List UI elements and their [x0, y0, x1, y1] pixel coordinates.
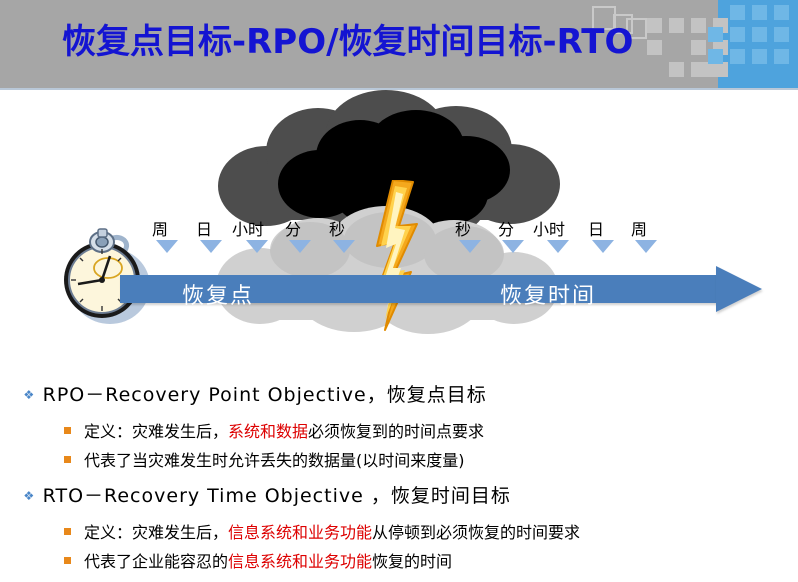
page-title: 恢复点目标-RPO/恢复时间目标-RTO — [62, 22, 634, 62]
decorative-square — [774, 49, 789, 64]
bullet-rto-sub-1-pre: 定义：灾难发生后， — [84, 523, 229, 542]
decorative-square — [752, 5, 767, 20]
decorative-square-outline — [626, 18, 647, 39]
square-bullet-icon — [64, 456, 71, 463]
tick-label-day-right: 日 — [588, 220, 605, 239]
tick-label-day-left: 日 — [196, 220, 213, 239]
bullet-rpo-sub-1-post: 必须恢复到的时间点要求 — [308, 422, 485, 441]
timeline-arrow-head — [716, 266, 762, 312]
tick-label-week-left: 周 — [152, 220, 169, 239]
timeline-arrow-bar — [120, 275, 718, 303]
decorative-square — [774, 27, 789, 42]
tick-marker — [200, 240, 222, 253]
diamond-bullet-icon: ❖ — [24, 485, 34, 504]
tick-marker — [156, 240, 178, 253]
tick-label-second-left: 秒 — [329, 220, 346, 239]
decorative-square-outline — [613, 14, 633, 34]
decorative-square — [708, 49, 723, 64]
arrow-label-recovery-point: 恢复点 — [182, 284, 255, 309]
bullet-rpo-sub-2-pre: 代表了当灾难发生时允许丢失的数据量(以时间来度量) — [84, 451, 465, 470]
decorative-square-outline — [592, 6, 616, 30]
bullet-rto-sub-1-highlight: 信息系统和业务功能 — [228, 523, 373, 542]
tick-label-minute-left: 分 — [285, 220, 302, 239]
decorative-square — [713, 62, 728, 77]
tick-marker — [289, 240, 311, 253]
bullet-rpo-sub-1-highlight: 系统和数据 — [228, 422, 309, 441]
bullet-rto-sub-2-post: 恢复的时间 — [372, 552, 453, 571]
tick-marker — [459, 240, 481, 253]
tick-marker — [246, 240, 268, 253]
bullet-rpo-title: RPO－Recovery Point Objective，恢复点目标 — [42, 384, 487, 406]
bullet-rpo-title-row: ❖ RPO－Recovery Point Objective，恢复点目标 — [24, 380, 487, 407]
decorative-square — [691, 62, 706, 77]
decorative-square — [752, 49, 767, 64]
decorative-square — [730, 5, 745, 20]
tick-label-second-right: 秒 — [455, 220, 472, 239]
tick-marker — [592, 240, 614, 253]
timeline-arrow: 恢复点 恢复时间 — [120, 266, 762, 312]
tick-marker — [502, 240, 524, 253]
decorative-square — [691, 18, 706, 33]
tick-label-minute-right: 分 — [498, 220, 515, 239]
tick-marker — [547, 240, 569, 253]
tick-label-hour-left: 小时 — [232, 220, 265, 239]
decorative-square — [647, 40, 662, 55]
decorative-square — [691, 40, 706, 55]
tick-marker — [333, 240, 355, 253]
square-bullet-icon — [64, 528, 71, 535]
decorative-square — [752, 27, 767, 42]
bullet-rpo-sub-2: 代表了当灾难发生时允许丢失的数据量(以时间来度量) — [64, 447, 465, 471]
tick-marker — [635, 240, 657, 253]
arrow-label-recovery-time: 恢复时间 — [500, 284, 597, 309]
decorative-square — [730, 49, 745, 64]
tick-label-hour-right: 小时 — [533, 220, 566, 239]
decorative-square — [647, 18, 662, 33]
diamond-bullet-icon: ❖ — [24, 384, 34, 403]
bullet-rto-sub-2: 代表了企业能容忍的信息系统和业务功能恢复的时间 — [64, 548, 452, 572]
tick-label-week-right: 周 — [631, 220, 648, 239]
header-divider — [0, 88, 798, 90]
bullet-rto-sub-1-post: 从停顿到必须恢复的时间要求 — [372, 523, 581, 542]
rpo-rto-diagram: 周 日 小时 分 秒 秒 分 小时 日 周 恢复点 恢复时间 — [0, 90, 798, 360]
bullet-rto-sub-2-pre: 代表了企业能容忍的 — [84, 552, 229, 571]
decorative-square — [774, 5, 789, 20]
slide-body: ❖ RPO－Recovery Point Objective，恢复点目标 定义：灾… — [0, 368, 798, 582]
square-bullet-icon — [64, 557, 71, 564]
bullet-rto-sub-2-highlight: 信息系统和业务功能 — [228, 552, 373, 571]
decorative-square — [669, 62, 684, 77]
decorative-square — [669, 18, 684, 33]
bullet-rpo-sub-1-pre: 定义：灾难发生后， — [84, 422, 229, 441]
slide-header: 恢复点目标-RPO/恢复时间目标-RTO — [0, 0, 798, 88]
bullet-rpo-sub-1: 定义：灾难发生后，系统和数据必须恢复到的时间点要求 — [64, 418, 484, 442]
bullet-rto-title: RTO－Recovery Time Objective ，恢复时间目标 — [42, 485, 511, 507]
square-bullet-icon — [64, 427, 71, 434]
bullet-rto-title-row: ❖ RTO－Recovery Time Objective ，恢复时间目标 — [24, 481, 511, 508]
decorative-square — [708, 27, 723, 42]
decorative-square — [730, 27, 745, 42]
bullet-rto-sub-1: 定义：灾难发生后，信息系统和业务功能从停顿到必须恢复的时间要求 — [64, 519, 580, 543]
